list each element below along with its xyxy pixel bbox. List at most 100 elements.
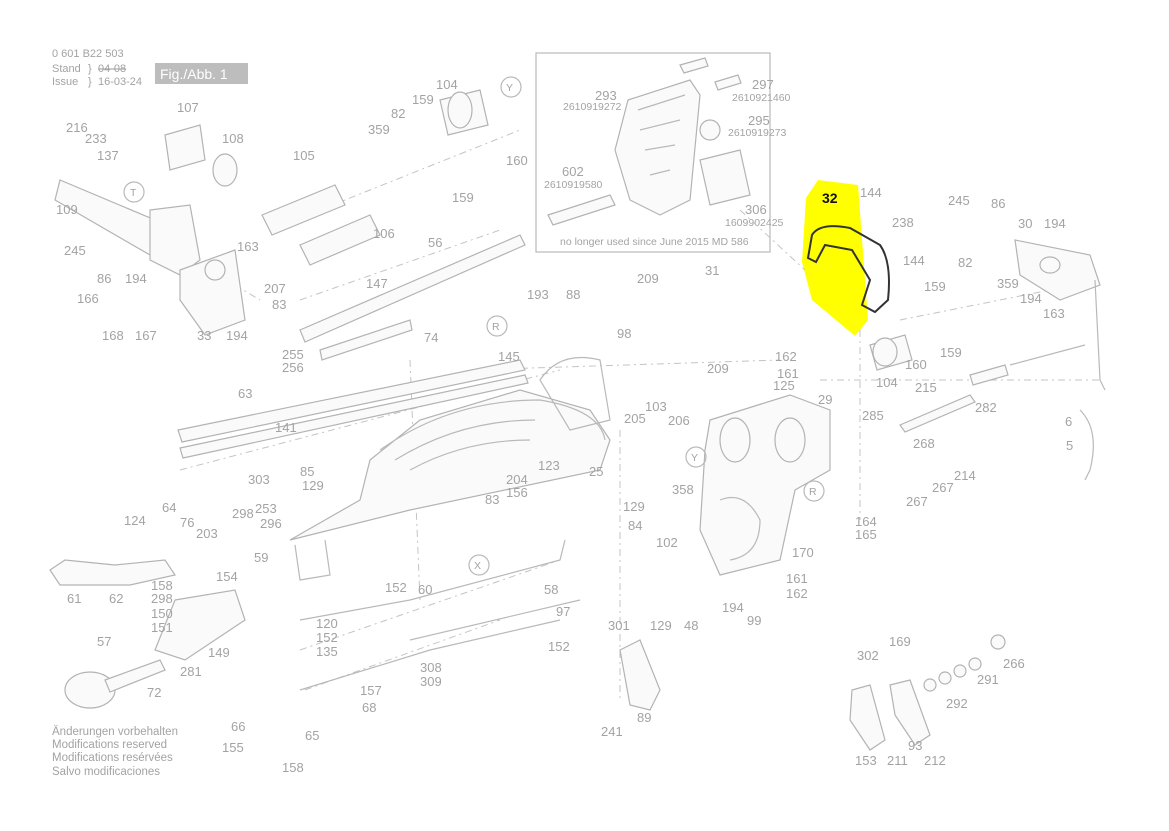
part-label-5[interactable]: 5 — [1066, 438, 1073, 453]
highlight-part-32[interactable] — [802, 180, 868, 336]
part-label-86[interactable]: 86 — [991, 196, 1005, 211]
part-label-157[interactable]: 157 — [360, 683, 382, 698]
part-label-253[interactable]: 253 — [255, 501, 277, 516]
part-label-298[interactable]: 298 — [232, 506, 254, 521]
part-label-302[interactable]: 302 — [857, 648, 879, 663]
part-label-238[interactable]: 238 — [892, 215, 914, 230]
part-label-145[interactable]: 145 — [498, 349, 520, 364]
part-label-62[interactable]: 62 — [109, 591, 123, 606]
part-label-83[interactable]: 83 — [272, 297, 286, 312]
part-label-165[interactable]: 165 — [855, 527, 877, 542]
part-label-194[interactable]: 194 — [226, 328, 248, 343]
part-label-309[interactable]: 309 — [420, 674, 442, 689]
part-label-102[interactable]: 102 — [656, 535, 678, 550]
part-label-358[interactable]: 358 — [672, 482, 694, 497]
part-label-160[interactable]: 160 — [506, 153, 528, 168]
part-label-147[interactable]: 147 — [366, 276, 388, 291]
part-label-74[interactable]: 74 — [424, 330, 438, 345]
part-label-125[interactable]: 125 — [773, 378, 795, 393]
part-label-107[interactable]: 107 — [177, 100, 199, 115]
part-label-164[interactable]: 164 — [855, 514, 877, 529]
part-label-285[interactable]: 285 — [862, 408, 884, 423]
part-label-72[interactable]: 72 — [147, 685, 161, 700]
part-label-209[interactable]: 209 — [707, 361, 729, 376]
part-label-33[interactable]: 33 — [197, 328, 211, 343]
part-label-64[interactable]: 64 — [162, 500, 176, 515]
part-label-104[interactable]: 104 — [436, 77, 458, 92]
part-label-267[interactable]: 267 — [932, 480, 954, 495]
part-label-129[interactable]: 129 — [623, 499, 645, 514]
part-label-162[interactable]: 162 — [786, 586, 808, 601]
part-label-245[interactable]: 245 — [64, 243, 86, 258]
part-label-25[interactable]: 25 — [589, 464, 603, 479]
part-label-149[interactable]: 149 — [208, 645, 230, 660]
part-label-241[interactable]: 241 — [601, 724, 623, 739]
part-label-103[interactable]: 103 — [645, 399, 667, 414]
part-label-68[interactable]: 68 — [362, 700, 376, 715]
part-label-129[interactable]: 129 — [650, 618, 672, 633]
part-label-86[interactable]: 86 — [97, 271, 111, 286]
part-label-160[interactable]: 160 — [905, 357, 927, 372]
part-label-65[interactable]: 65 — [305, 728, 319, 743]
part-label-93[interactable]: 93 — [908, 738, 922, 753]
part-label-296[interactable]: 296 — [260, 516, 282, 531]
part-label-308[interactable]: 308 — [420, 660, 442, 675]
part-label-144[interactable]: 144 — [903, 253, 925, 268]
part-label-152[interactable]: 152 — [385, 580, 407, 595]
part-label-63[interactable]: 63 — [238, 386, 252, 401]
part-label-30[interactable]: 30 — [1018, 216, 1032, 231]
part-label-267[interactable]: 267 — [906, 494, 928, 509]
part-label-214[interactable]: 214 — [954, 468, 976, 483]
part-label-211[interactable]: 211 — [887, 753, 908, 768]
part-label-156[interactable]: 156 — [506, 485, 528, 500]
part-label-120[interactable]: 120 — [316, 616, 338, 631]
part-label-194[interactable]: 194 — [1020, 291, 1042, 306]
part-label-161[interactable]: 161 — [777, 366, 799, 381]
part-label-31[interactable]: 31 — [705, 263, 719, 278]
part-label-206[interactable]: 206 — [668, 413, 690, 428]
part-label-163[interactable]: 163 — [1043, 306, 1065, 321]
part-label-99[interactable]: 99 — [747, 613, 761, 628]
part-label-129[interactable]: 129 — [302, 478, 324, 493]
part-label-159[interactable]: 159 — [940, 345, 962, 360]
part-label-194[interactable]: 194 — [1044, 216, 1066, 231]
part-label-216[interactable]: 216 — [66, 120, 88, 135]
part-label-298[interactable]: 298 — [151, 591, 173, 606]
part-label-301[interactable]: 301 — [608, 618, 630, 633]
part-label-6[interactable]: 6 — [1065, 414, 1072, 429]
part-label-215[interactable]: 215 — [915, 380, 937, 395]
part-label-82[interactable]: 82 — [391, 106, 405, 121]
part-label-158[interactable]: 158 — [282, 760, 304, 775]
part-label-57[interactable]: 57 — [97, 634, 111, 649]
part-label-268[interactable]: 268 — [913, 436, 935, 451]
part-label-209[interactable]: 209 — [637, 271, 659, 286]
part-label-291[interactable]: 291 — [977, 672, 999, 687]
part-label-170[interactable]: 170 — [792, 545, 814, 560]
part-label-98[interactable]: 98 — [617, 326, 631, 341]
part-label-60[interactable]: 60 — [418, 582, 432, 597]
part-label-56[interactable]: 56 — [428, 235, 442, 250]
part-label-162[interactable]: 162 — [775, 349, 797, 364]
part-label-204[interactable]: 204 — [506, 472, 528, 487]
part-label-194[interactable]: 194 — [722, 600, 744, 615]
part-label-233[interactable]: 233 — [85, 131, 107, 146]
part-label-203[interactable]: 203 — [196, 526, 218, 541]
part-label-105[interactable]: 105 — [293, 148, 315, 163]
part-label-159[interactable]: 159 — [924, 279, 946, 294]
part-label-163[interactable]: 163 — [237, 239, 259, 254]
part-label-159[interactable]: 159 — [412, 92, 434, 107]
part-label-194[interactable]: 194 — [125, 271, 147, 286]
part-label-29[interactable]: 29 — [818, 392, 832, 407]
part-label-85[interactable]: 85 — [300, 464, 314, 479]
part-label-61[interactable]: 61 — [67, 591, 81, 606]
part-label-66[interactable]: 66 — [231, 719, 245, 734]
part-label-97[interactable]: 97 — [556, 604, 570, 619]
part-label-144[interactable]: 144 — [860, 185, 882, 200]
part-label-166[interactable]: 166 — [77, 291, 99, 306]
part-label-169[interactable]: 169 — [889, 634, 911, 649]
part-label-124[interactable]: 124 — [124, 513, 146, 528]
part-label-152[interactable]: 152 — [548, 639, 570, 654]
part-label-255[interactable]: 255 — [282, 347, 304, 362]
part-label-48[interactable]: 48 — [684, 618, 698, 633]
part-label-193[interactable]: 193 — [527, 287, 549, 302]
